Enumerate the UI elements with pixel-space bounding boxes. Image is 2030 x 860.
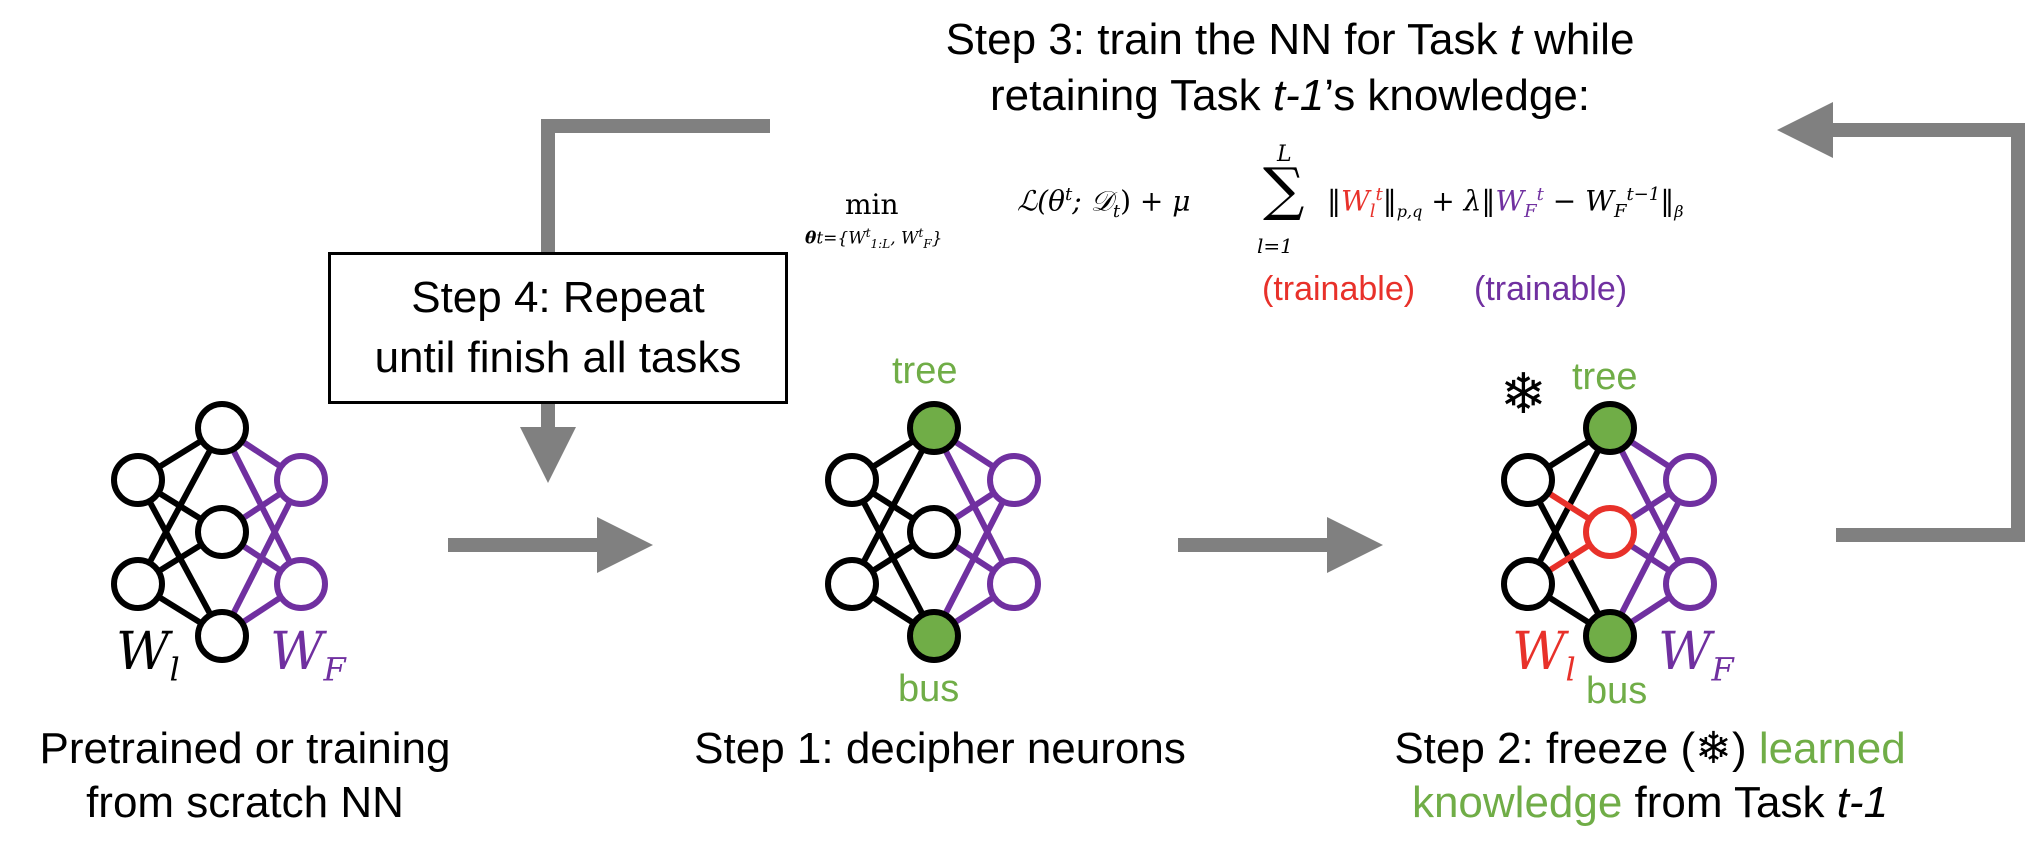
sum-symbol: ∑ [1263, 155, 1305, 223]
trainable-label-red: (trainable) [1262, 270, 1416, 308]
input-neuron [1501, 557, 1555, 611]
tree-neuron-frozen [1583, 401, 1637, 455]
step1-bus-label: bus [898, 668, 960, 710]
trainable-hidden-neuron [1583, 505, 1637, 559]
tree-neuron [907, 401, 961, 455]
hidden-neuron [907, 505, 961, 559]
step3-line1-t: t [1509, 15, 1522, 64]
step3-line2-b: ’s knowledge: [1324, 71, 1591, 120]
pretrained-wl-label: Wl [116, 622, 180, 689]
step2-tree-label: tree [1572, 356, 1638, 398]
sum-lower-limit: l=1 [1257, 234, 1293, 258]
snowflake-icon: ❄ [1695, 724, 1733, 773]
caption-step2: Step 2: freeze (❄) learned knowledge fro… [1394, 724, 1906, 827]
min-operator: min [845, 188, 899, 221]
step2-bus-label: bus [1586, 670, 1648, 712]
hidden-neuron [195, 505, 249, 559]
network-step1 [825, 401, 1041, 663]
caption-pretrained: Pretrained or training from scratch NN [39, 724, 451, 827]
network-step2 [1501, 401, 1717, 663]
pretrained-wf-label: WF [270, 622, 346, 689]
step4-line2: until finish all tasks [374, 333, 742, 382]
network-pretrained [111, 401, 328, 663]
snowflake-icon: ❄ [1500, 362, 1547, 425]
bus-neuron [907, 609, 961, 663]
bus-neuron-frozen [1583, 609, 1637, 663]
output-neuron [987, 453, 1041, 507]
min-subscript: θt={Wt1:L, WtF} [805, 226, 943, 252]
step3-line1-a: Step 3: train the NN for Task [945, 15, 1510, 64]
step3-line2-a: retaining Task [989, 71, 1273, 120]
sum-upper-limit: L [1277, 142, 1292, 167]
step3-line1-b: while [1521, 15, 1635, 64]
output-neuron [1663, 557, 1717, 611]
norm-terms: ‖Wlt‖p,q + λ‖WFt − WFt−1‖β [1327, 184, 1684, 222]
step4-box: Step 4: Repeat until finish all tasks [328, 252, 788, 404]
objective-formula: min θt={Wt1:L, WtF} ℒ(θt; 𝒟t) + μ L ∑ l=… [805, 142, 1785, 258]
step3-title: Step 3: train the NN for Task t while re… [760, 12, 1820, 124]
input-neuron [111, 557, 165, 611]
step3-line2-t: t-1 [1272, 71, 1325, 120]
caption-step1: Step 1: decipher neurons [694, 724, 1186, 773]
hidden-neuron [195, 401, 249, 455]
output-neuron [274, 557, 328, 611]
input-neuron [825, 453, 879, 507]
trainable-label-purple: (trainable) [1474, 270, 1628, 308]
output-neuron [987, 557, 1041, 611]
arrow-step2-loop-to-step3 [1777, 102, 2025, 542]
input-neuron [825, 557, 879, 611]
step1-tree-label: tree [892, 350, 958, 392]
input-neuron [1501, 453, 1555, 507]
step2-wl-label: Wl [1512, 622, 1576, 689]
step4-line1: Step 4: Repeat [411, 273, 705, 322]
hidden-neuron [195, 609, 249, 663]
input-neuron [111, 453, 165, 507]
output-neuron [1663, 453, 1717, 507]
step2-wf-label: WF [1658, 622, 1734, 689]
loss-term: ℒ(θt; 𝒟t) + μ [1017, 184, 1191, 222]
output-neuron [274, 453, 328, 507]
